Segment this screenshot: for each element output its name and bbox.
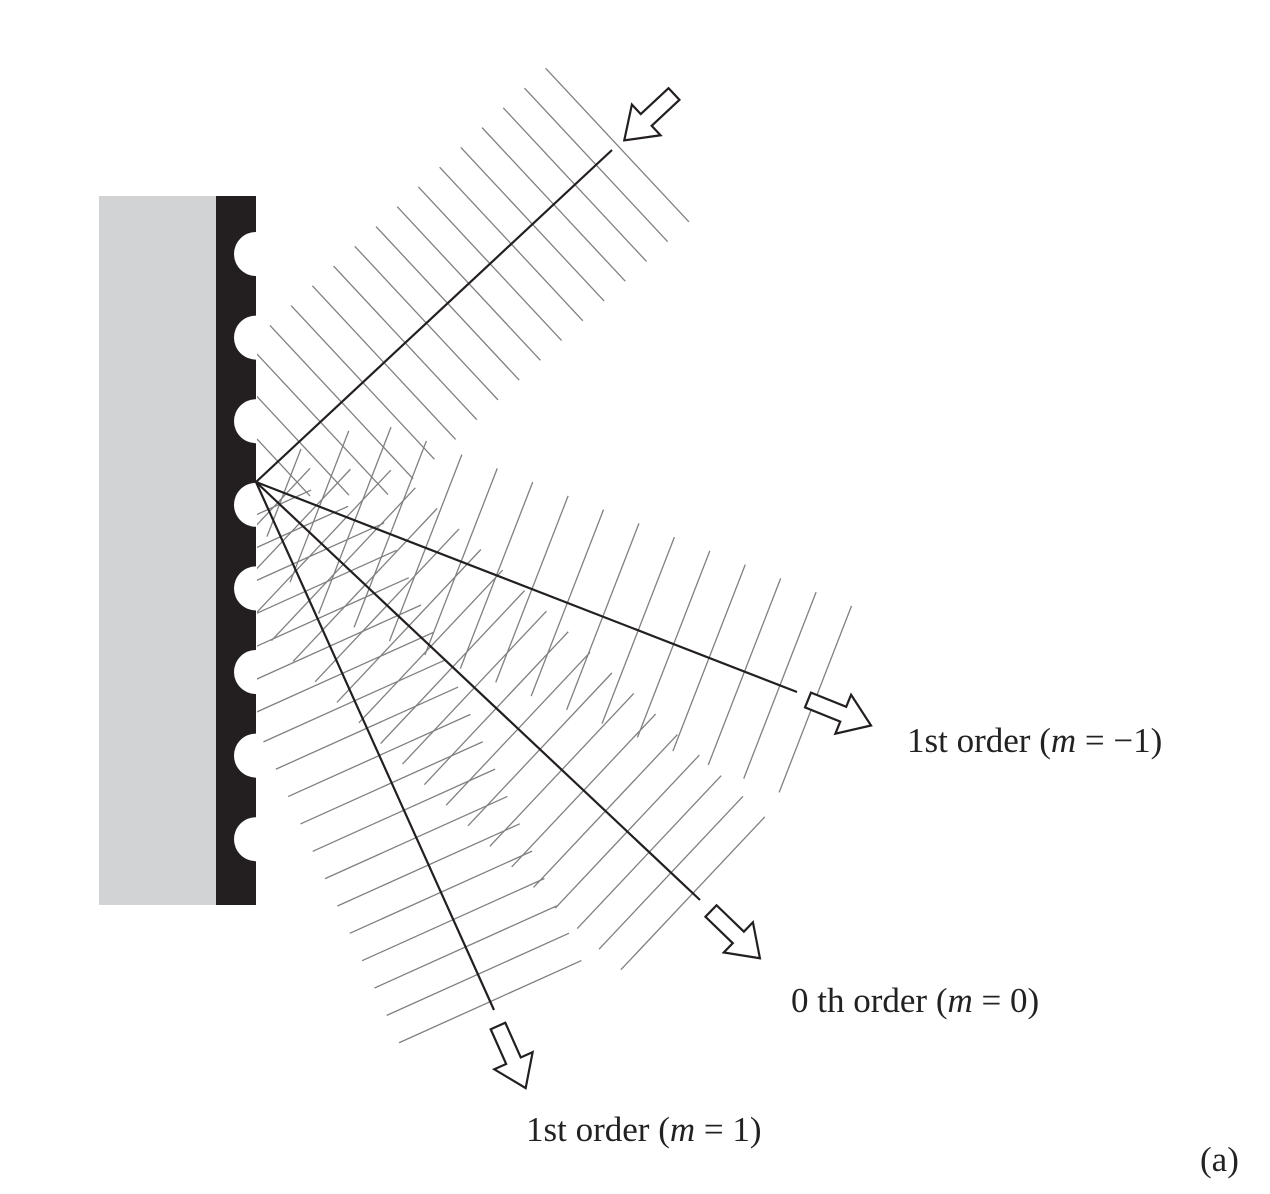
groove	[234, 482, 256, 527]
groove	[234, 733, 256, 778]
label-first-order-m-minus1: 1st order (m = −1)	[907, 721, 1163, 760]
ray-order-zero	[255, 481, 701, 901]
label-first-order-m-plus1: 1st order (m = 1)	[526, 1110, 762, 1149]
groove	[234, 566, 256, 611]
wavefront-incident	[545, 67, 690, 223]
groove	[234, 315, 256, 360]
label-zeroth-order: 0 th order (m = 0)	[791, 981, 1040, 1020]
ray-order-plus1	[254, 481, 496, 1011]
order-zero-arrow-icon	[703, 903, 762, 960]
ray-incident	[255, 149, 613, 483]
groove	[234, 650, 256, 694]
groove	[234, 399, 256, 444]
grating-substrate	[99, 196, 216, 905]
order-plus1-arrow-icon	[489, 1021, 535, 1090]
groove	[234, 817, 256, 862]
groove	[234, 232, 256, 276]
incident-arrow-icon	[622, 86, 682, 142]
order-minus1-arrow-icon	[803, 691, 873, 736]
ray-order-minus1	[255, 480, 798, 694]
figure-tag: (a)	[1200, 1140, 1239, 1179]
grating-surface	[216, 196, 256, 905]
